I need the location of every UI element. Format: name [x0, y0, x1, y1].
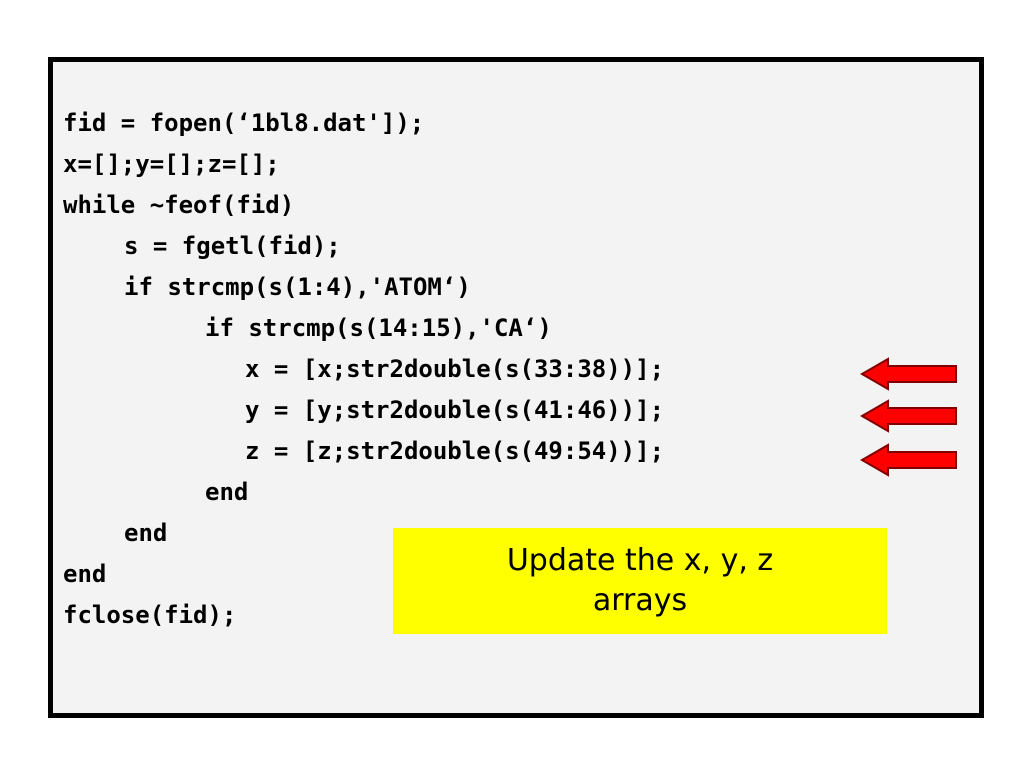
code-line-3: while ~feof(fid) [63, 191, 295, 219]
callout-line-1: Update the x, y, z [506, 543, 774, 578]
code-line-4: s = fgetl(fid); [124, 232, 341, 260]
code-line-8: y = [y;str2double(s(41:46))]; [245, 396, 665, 424]
left-arrow-icon [860, 443, 957, 477]
code-line-5: if strcmp(s(1:4),'ATOM‘) [124, 273, 471, 301]
left-arrow-icon [860, 357, 957, 391]
code-line-9: z = [z;str2double(s(49:54))]; [245, 437, 665, 465]
callout-box: Update the x, y, z arrays [393, 528, 887, 634]
code-line-1: fid = fopen(‘1bl8.dat']); [63, 109, 425, 137]
callout-line-2: arrays [592, 583, 688, 618]
code-line-6: if strcmp(s(14:15),'CA‘) [205, 314, 552, 342]
code-line-13: fclose(fid); [63, 601, 237, 629]
code-line-7: x = [x;str2double(s(33:38))]; [245, 355, 665, 383]
left-arrow-icon [860, 399, 957, 433]
code-line-10: end [205, 478, 249, 506]
code-line-11: end [124, 519, 168, 547]
code-line-2: x=[];y=[];z=[]; [63, 150, 280, 178]
code-line-12: end [63, 560, 107, 588]
